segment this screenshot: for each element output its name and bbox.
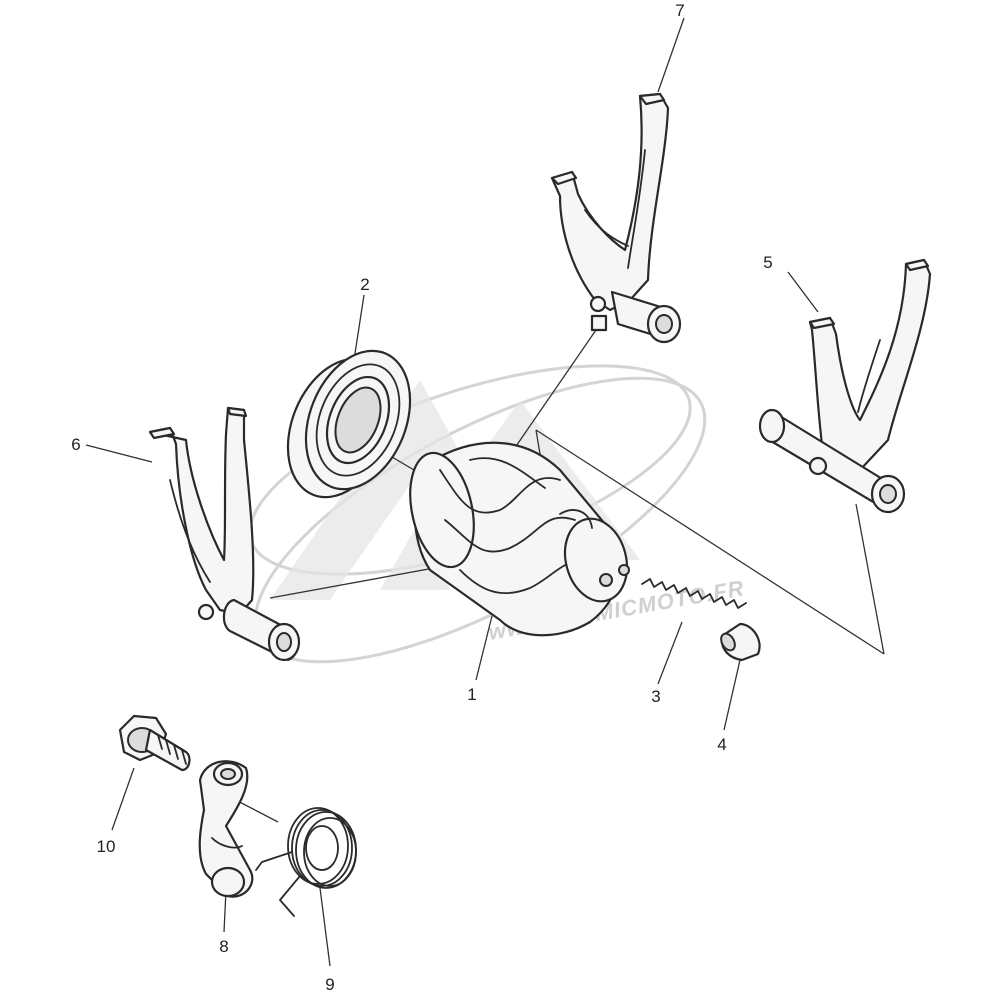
callout-9: 9	[325, 975, 334, 994]
callout-4: 4	[717, 735, 726, 754]
shift-fork-5	[758, 258, 932, 514]
callout-7: 7	[675, 1, 684, 20]
torsion-spring	[255, 807, 357, 917]
callout-3: 3	[651, 687, 660, 706]
callout-10: 10	[97, 837, 116, 856]
callout-labels: 7 2 5 6 1 3 4 10 8 9	[71, 1, 772, 994]
bolt	[118, 714, 191, 772]
callout-6: 6	[71, 435, 80, 454]
shift-drum	[409, 441, 630, 637]
bearing	[286, 349, 412, 499]
stopper-lever	[198, 760, 254, 898]
detent-pin	[720, 622, 761, 662]
callout-1: 1	[467, 685, 476, 704]
shift-fork-7	[550, 92, 682, 344]
detent-spring	[641, 578, 747, 609]
shift-fork-6	[148, 406, 301, 662]
callout-8: 8	[219, 937, 228, 956]
callout-2: 2	[360, 275, 369, 294]
callout-5: 5	[763, 253, 772, 272]
